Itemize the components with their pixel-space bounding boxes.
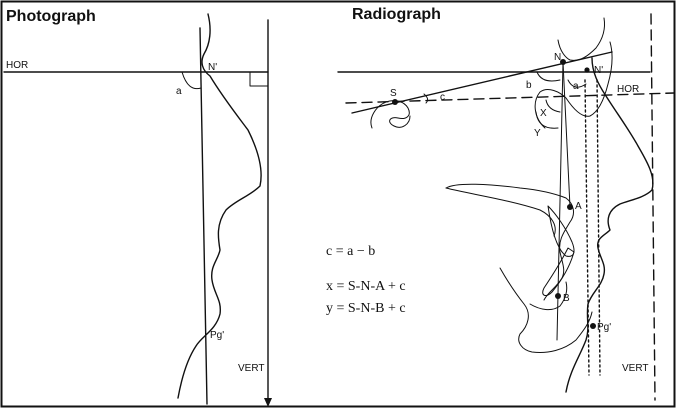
radio-palate-lower-outline	[445, 187, 556, 237]
radio-frontal-outline	[557, 17, 605, 61]
radio-nasion-label: N	[554, 52, 561, 63]
photo-right-angle-mark	[249, 71, 269, 87]
radio-point-a	[567, 204, 573, 210]
radio-n-a-line	[562, 61, 571, 208]
radio-angle-x-arc	[545, 99, 561, 113]
radio-angle-a-arc	[567, 79, 587, 88]
radio-pogonion-label: Pg'	[597, 322, 611, 333]
photo-angle-a-arc	[181, 71, 202, 90]
radio-angle-b-arc	[536, 71, 561, 82]
equation-x: x = S-N-A + c	[326, 279, 406, 294]
radio-soft-tissue-profile	[565, 57, 654, 393]
radio-chin-outline	[529, 281, 568, 311]
radio-vert-dashed-line	[650, 13, 656, 401]
radio-soft-nasion-label: N'	[594, 65, 603, 76]
radio-hor-dashed-line	[345, 92, 675, 104]
radio-nasion-point	[560, 59, 566, 65]
radio-point-b-label: B	[563, 293, 570, 304]
photo-pogonion-label: Pg'	[210, 330, 224, 341]
radiograph-panel: Radiograph HOR VERT S c N N' b a	[326, 6, 675, 401]
photograph-panel: Photograph HOR VERT N' Pg' a	[3, 8, 272, 407]
radio-point-a-label: A	[575, 201, 582, 212]
photograph-title: Photograph	[6, 8, 96, 25]
photo-angle-a-label: a	[176, 86, 182, 97]
radio-cranial-base-outline	[534, 41, 613, 129]
photo-facial-profile	[177, 13, 262, 399]
photo-vert-arrowhead	[264, 398, 272, 407]
equation-y: y = S-N-B + c	[326, 301, 406, 316]
photo-nasion-label: N'	[208, 62, 217, 73]
radio-angle-x-label: X	[540, 108, 547, 119]
radio-mandible-outline	[499, 267, 593, 353]
radiograph-title: Radiograph	[352, 6, 441, 23]
radio-hor-label: HOR	[617, 84, 639, 95]
radio-lower-incisor	[542, 247, 575, 296]
radio-angle-c-arc	[423, 93, 429, 104]
radio-sella-point	[392, 99, 398, 105]
radio-sella-label: S	[390, 88, 397, 99]
equation-c: c = a − b	[326, 244, 375, 259]
radio-vert-dotted-line-2	[596, 79, 601, 376]
radio-point-b	[555, 293, 561, 299]
photo-vert-label: VERT	[238, 363, 265, 374]
photo-hor-label: HOR	[6, 60, 28, 71]
radio-angle-a-label: a	[573, 81, 579, 92]
radio-angle-c-label: c	[440, 92, 445, 103]
radio-vert-label: VERT	[622, 363, 649, 374]
photo-n-pg-line	[199, 27, 208, 405]
radio-angle-b-label: b	[526, 80, 532, 91]
radio-pogonion-point	[590, 323, 596, 329]
radio-sella-outline	[370, 100, 411, 129]
radio-angle-y-label: Y	[534, 128, 541, 139]
radio-soft-nasion-point	[584, 67, 590, 73]
